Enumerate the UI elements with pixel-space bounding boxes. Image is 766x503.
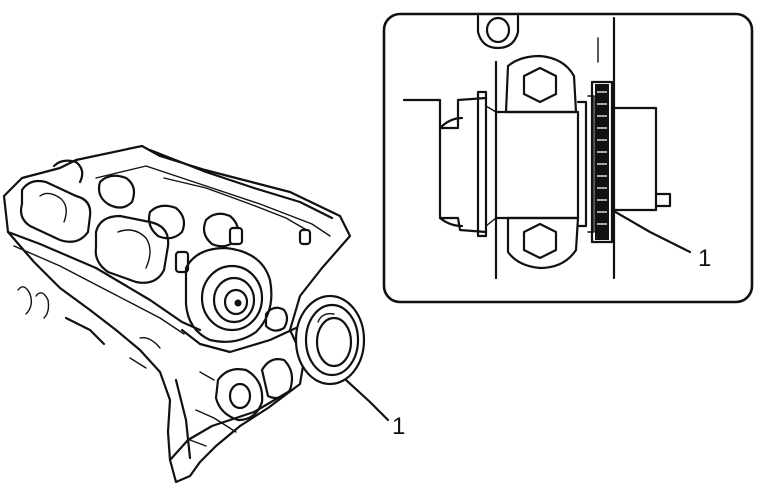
cam-lobe-4 [52, 159, 84, 184]
inset-bearing-cap-bottom [506, 216, 580, 270]
end-face [180, 326, 298, 354]
inset-bearing-cap-top [504, 54, 578, 114]
oil-seal-detail-hatch [597, 91, 607, 225]
oil-seal-mid [304, 303, 360, 377]
front-face-detail-4 [129, 357, 147, 369]
cylinder-head-illustration: 1 [2, 144, 405, 484]
cam-cap-2 [94, 214, 170, 284]
oil-seal-inner [315, 316, 353, 368]
callout-leader-main [344, 378, 390, 422]
inset-housing-left-lower [438, 126, 488, 234]
top-deck-line [6, 230, 202, 332]
journal-housing [184, 246, 273, 343]
top-deck-line-2 [13, 245, 185, 335]
cam-cap-2-detail [117, 229, 151, 269]
cam-cap-1-detail [39, 192, 67, 223]
cam-cover-ridge-2 [95, 165, 331, 237]
callout-leader-detail [610, 208, 692, 254]
journal-bearing-outer [200, 264, 264, 332]
inset-cap-bolt-top [522, 66, 558, 104]
detail-inset: 1 [382, 12, 754, 304]
journal-bearing-inner [212, 276, 256, 324]
callout-number-detail: 1 [698, 245, 711, 272]
cam-cap-1 [19, 179, 92, 243]
cam-cover-inner [163, 177, 311, 233]
bolt-post-3 [298, 228, 312, 246]
cam-lobe-2 [147, 204, 186, 240]
end-face-rib [174, 378, 192, 460]
oil-seal-main [294, 294, 366, 386]
inset-housing-left [402, 96, 488, 130]
cam-lobe-1 [97, 174, 136, 209]
oil-seal-detail-body [595, 84, 609, 240]
cylinder-head-outline [2, 144, 352, 484]
inset-top-boss [476, 14, 520, 50]
inset-shaft-extension [612, 106, 658, 212]
lower-edge [168, 390, 290, 462]
end-face-boss-1-hole [228, 382, 252, 410]
end-face-boss-1 [214, 368, 264, 422]
inset-housing-curve-bot [438, 216, 464, 228]
bolt-post-1 [174, 250, 190, 274]
camshaft-end [223, 288, 249, 316]
inset-top-boss-hole [485, 16, 511, 44]
oil-seal-detail-edge [590, 80, 614, 244]
inset-shaft-pin [654, 192, 672, 208]
callout-number-main: 1 [392, 413, 405, 440]
front-face-detail-5 [139, 337, 161, 349]
inset-spacer-ring-1 [576, 100, 588, 228]
front-face-detail-1 [17, 286, 33, 315]
inset-cap-bolt-bottom [522, 222, 558, 260]
front-face-detail-3 [64, 316, 106, 346]
end-face-web [189, 371, 237, 447]
front-face-detail-2 [35, 292, 50, 319]
inset-frame [382, 12, 754, 304]
bolt-post-2 [228, 226, 244, 246]
oil-seal-detail [590, 80, 614, 244]
inset-journal-ring-left [476, 90, 488, 238]
inset-journal [494, 110, 580, 220]
cam-cover-ridge [148, 148, 334, 220]
oil-seal-lip [317, 312, 335, 323]
inset-housing-curve-top [438, 116, 464, 130]
camshaft-center [234, 299, 242, 307]
journal-cap-bolt [264, 306, 289, 332]
